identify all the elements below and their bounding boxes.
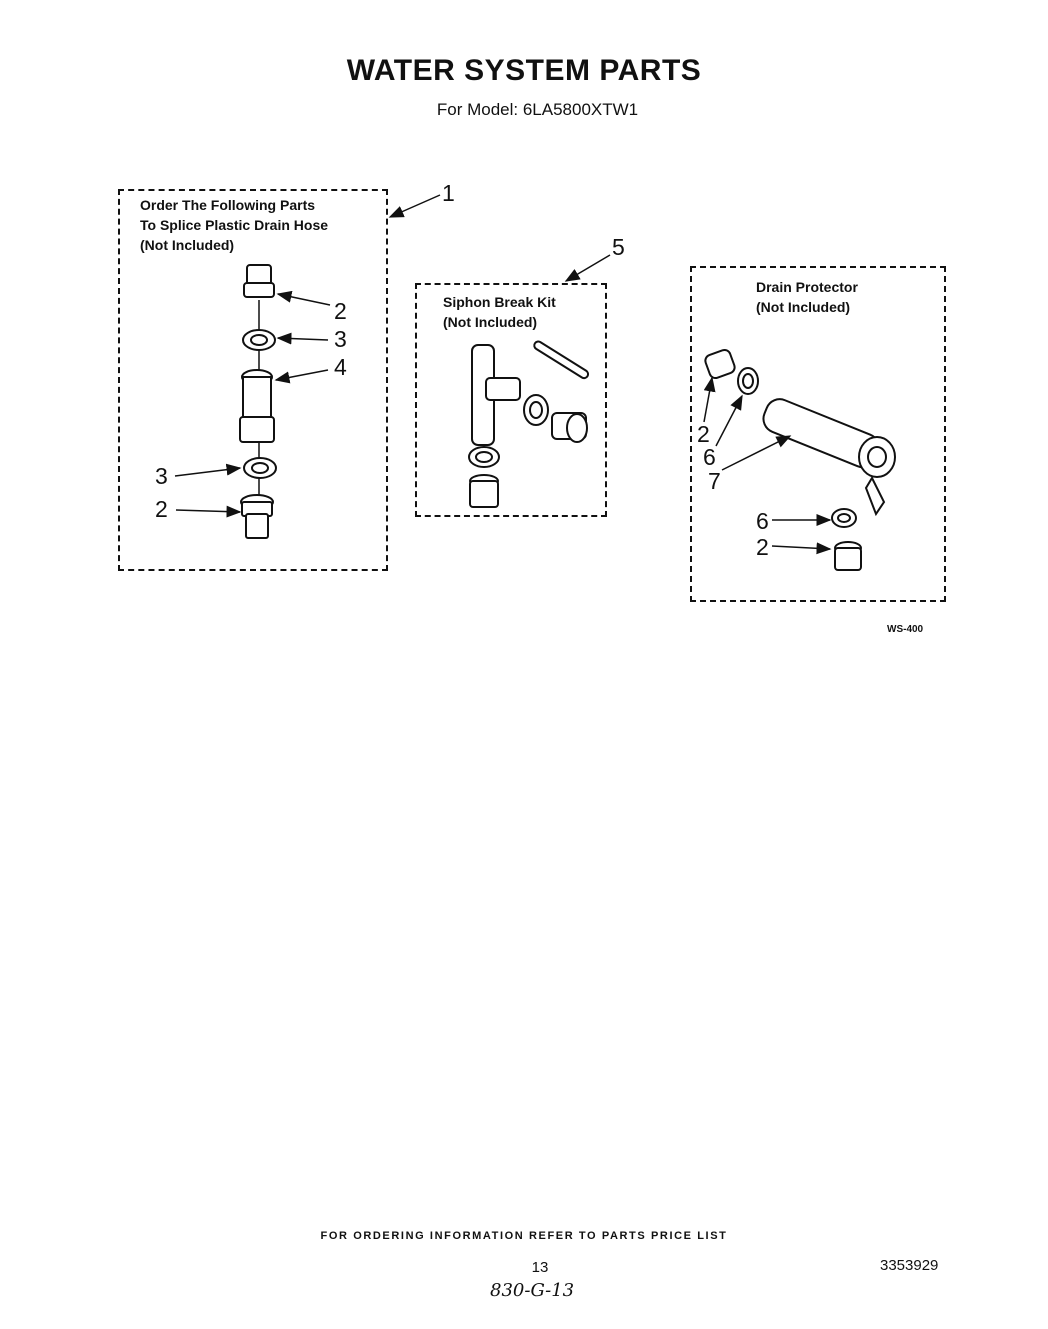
drain-title-line-1: Drain Protector — [756, 279, 858, 295]
splice-parts-box — [118, 189, 388, 571]
splice-title-line-3: (Not Included) — [140, 237, 235, 253]
siphon-cap — [533, 340, 590, 380]
drain-adapter-bottom — [834, 541, 862, 571]
callout-5: 5 — [612, 234, 625, 260]
ordering-info-note: FOR ORDERING INFORMATION REFER TO PARTS … — [320, 1230, 728, 1242]
leader-1 — [388, 194, 441, 218]
leader-4 — [274, 369, 329, 384]
callout-7: 7 — [708, 468, 721, 494]
callout-6-drain-top: 6 — [703, 444, 716, 470]
leader-7 — [721, 435, 792, 471]
callout-3-bottom: 3 — [155, 463, 168, 489]
drain-adapter-top — [704, 348, 736, 380]
leader-5 — [564, 254, 611, 282]
leader-3b — [174, 463, 242, 477]
document-number: 3353929 — [880, 1257, 939, 1274]
model-subtitle: For Model: 6LA5800XTW1 — [436, 100, 639, 119]
siphon-ring-bottom — [468, 446, 500, 468]
drain-ring-top — [737, 367, 759, 395]
handwritten-note: 830-G-13 — [490, 1280, 575, 1301]
splice-title-line-2: To Splice Plastic Drain Hose — [140, 217, 329, 233]
callout-2-drain-bottom: 2 — [756, 534, 769, 560]
clamp-ring-top — [242, 329, 276, 351]
drain-protector-box — [690, 266, 946, 602]
callout-2-bottom: 2 — [155, 496, 168, 522]
drain-protector-body — [762, 398, 896, 517]
hose-connector — [239, 369, 275, 443]
leader-3a — [276, 332, 329, 345]
drain-ring-bottom — [831, 508, 857, 528]
leader-2b — [175, 505, 242, 518]
callout-3-top: 3 — [334, 326, 347, 352]
callout-2-drain-top: 2 — [697, 421, 710, 447]
siphon-box-title: Siphon Break Kit (Not Included) — [443, 292, 556, 332]
leader-6a — [715, 394, 743, 447]
siphon-adapter-side — [551, 412, 588, 443]
drain-box-title: Drain Protector (Not Included) — [756, 277, 858, 317]
figure-code: WS-400 — [887, 624, 924, 635]
siphon-title-line-2: (Not Included) — [443, 314, 538, 330]
callout-2-top: 2 — [334, 298, 347, 324]
page-title: WATER SYSTEM PARTS — [346, 54, 702, 87]
hose-adapter-top — [243, 264, 275, 298]
siphon-break-kit-box — [415, 283, 607, 517]
leader-2d — [771, 542, 832, 555]
callout-4: 4 — [334, 354, 347, 380]
callout-1: 1 — [442, 180, 455, 206]
siphon-adapter-bottom — [469, 474, 499, 508]
siphon-title-line-1: Siphon Break Kit — [443, 294, 556, 310]
leader-2c — [703, 376, 716, 423]
splice-box-title: Order The Following Parts To Splice Plas… — [140, 195, 328, 255]
clamp-ring-bottom — [243, 457, 277, 479]
siphon-clamp — [523, 394, 549, 426]
hose-adapter-bottom — [240, 494, 274, 539]
siphon-tee — [471, 344, 521, 446]
page-number: 13 — [531, 1259, 549, 1276]
splice-title-line-1: Order The Following Parts — [140, 197, 316, 213]
callout-6-drain-bottom: 6 — [756, 508, 769, 534]
drain-title-line-2: (Not Included) — [756, 299, 851, 315]
leader-2a — [276, 290, 331, 306]
